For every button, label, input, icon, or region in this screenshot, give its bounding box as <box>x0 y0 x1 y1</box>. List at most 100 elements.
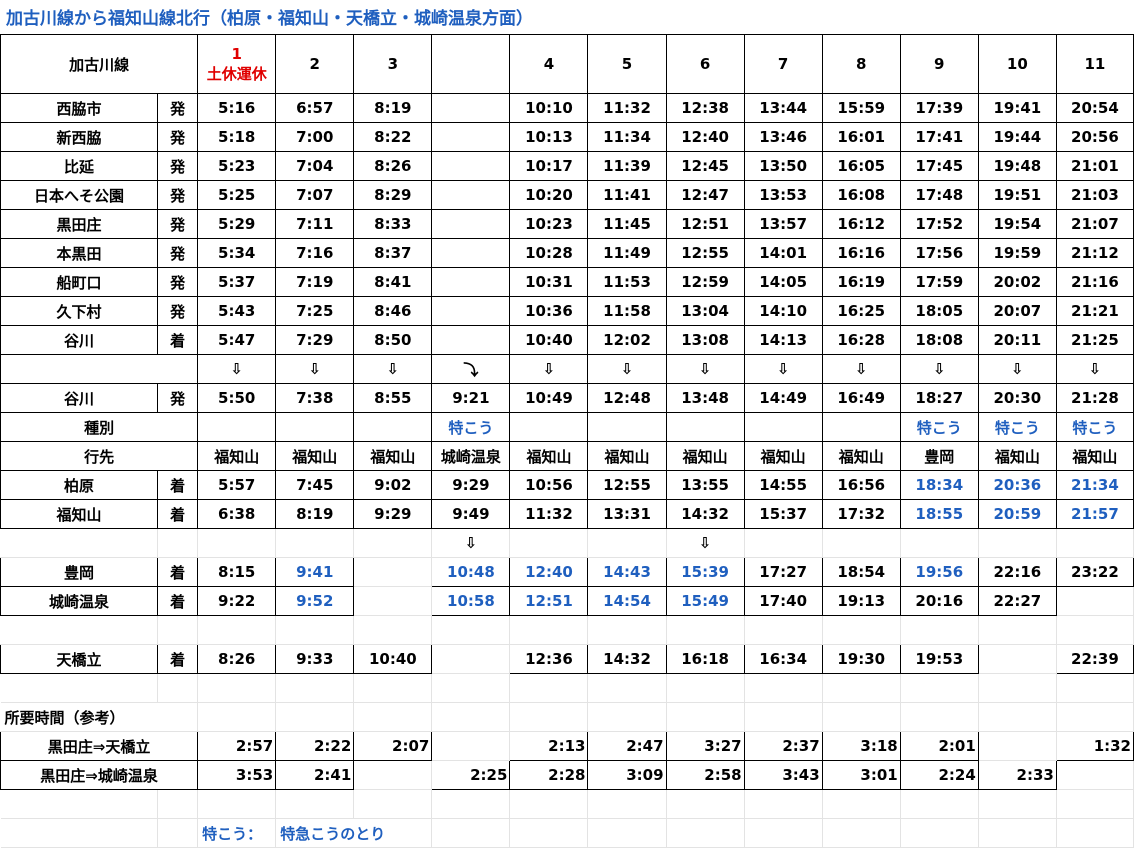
train-number: 1 <box>231 44 242 63</box>
time-cell: 15:49 <box>665 586 745 616</box>
time-cell: 7:04 <box>275 151 355 181</box>
stop-type: 着 <box>157 557 199 587</box>
empty-cell <box>509 615 589 645</box>
empty-cell <box>157 528 199 558</box>
empty-cell <box>275 673 355 703</box>
time-cell: 8:19 <box>275 499 355 529</box>
time-cell: 14:10 <box>743 296 823 326</box>
duration-cell: 2:41 <box>275 760 355 790</box>
time-cell: 12:40 <box>509 557 589 587</box>
empty-cell <box>1056 702 1134 732</box>
time-cell: 8:41 <box>353 267 433 297</box>
station-name: 船町口 <box>0 267 159 297</box>
time-cell: 7:16 <box>275 238 355 268</box>
train-number: 3 <box>353 34 433 94</box>
time-cell: 21:03 <box>1055 180 1134 210</box>
time-cell: 10:36 <box>509 296 589 326</box>
time-cell: 17:59 <box>899 267 979 297</box>
time-cell: 12:45 <box>665 151 745 181</box>
destination: 福知山 <box>197 441 277 471</box>
empty-cell <box>157 615 199 645</box>
duration-cell <box>1056 760 1134 790</box>
empty-cell <box>666 702 745 732</box>
empty-cell <box>157 789 199 819</box>
empty-cell <box>822 615 901 645</box>
stop-type: 発 <box>157 93 199 123</box>
time-cell: 17:48 <box>899 180 979 210</box>
time-cell <box>431 238 511 268</box>
time-cell: 7:00 <box>275 122 355 152</box>
time-cell <box>431 644 511 674</box>
destination: 福知山 <box>1055 441 1134 471</box>
stop-type: 発 <box>157 238 199 268</box>
time-cell: 21:34 <box>1055 470 1134 500</box>
time-cell: 10:28 <box>509 238 589 268</box>
time-cell: 5:29 <box>197 209 277 239</box>
duration-cell: 2:13 <box>509 731 589 761</box>
time-cell: 8:29 <box>353 180 433 210</box>
time-cell: 10:10 <box>509 93 589 123</box>
time-cell: 20:56 <box>1055 122 1134 152</box>
time-cell: 17:40 <box>743 586 823 616</box>
empty-cell <box>431 615 511 645</box>
time-cell: 14:49 <box>743 383 823 413</box>
table-row <box>0 789 1134 819</box>
time-cell: 8:50 <box>353 325 433 355</box>
train-kind: 特こう <box>899 412 979 442</box>
time-cell: 8:37 <box>353 238 433 268</box>
transfer-arrow-icon: ⇩ <box>665 354 745 384</box>
empty-cell <box>431 818 511 848</box>
empty-cell <box>1056 528 1134 558</box>
empty-cell <box>509 818 589 848</box>
time-cell <box>431 267 511 297</box>
transfer-arrow-icon: ⇩ <box>821 354 901 384</box>
transfer-arrow-icon: ⇩ <box>275 354 355 384</box>
duration-cell <box>978 731 1057 761</box>
train-number: 2 <box>275 34 355 94</box>
time-cell: 16:08 <box>821 180 901 210</box>
duration-cell: 3:43 <box>743 760 823 790</box>
time-cell: 12:55 <box>587 470 667 500</box>
train-number: 5 <box>587 34 667 94</box>
empty-cell <box>509 528 589 558</box>
time-cell: 17:39 <box>899 93 979 123</box>
time-cell: 8:33 <box>353 209 433 239</box>
time-cell: 7:07 <box>275 180 355 210</box>
empty-cell <box>431 702 511 732</box>
time-cell: 22:39 <box>1055 644 1134 674</box>
stop-type: 発 <box>157 180 199 210</box>
time-cell: 20:11 <box>977 325 1057 355</box>
empty-cell <box>978 528 1057 558</box>
stop-type: 発 <box>157 122 199 152</box>
empty-cell <box>431 673 511 703</box>
stop-type: 着 <box>157 470 199 500</box>
time-cell: 10:17 <box>509 151 589 181</box>
empty-cell <box>0 818 159 848</box>
page-title: 加古川線から福知山線北行（柏原・福知山・天橋立・城崎温泉方面） <box>6 9 533 29</box>
time-cell: 12:51 <box>509 586 589 616</box>
time-cell: 12:48 <box>587 383 667 413</box>
duration-cell <box>353 760 433 790</box>
time-cell: 18:05 <box>899 296 979 326</box>
duration-cell: 2:01 <box>899 731 979 761</box>
time-cell: 5:50 <box>197 383 277 413</box>
time-cell: 7:19 <box>275 267 355 297</box>
stop-type: 発 <box>157 296 199 326</box>
destination: 福知山 <box>509 441 589 471</box>
station-name: 日本へそ公園 <box>0 180 159 210</box>
time-cell: 8:46 <box>353 296 433 326</box>
table-row: 所要時間（参考） <box>0 702 1134 732</box>
destination: 福知山 <box>821 441 901 471</box>
empty-cell <box>587 528 667 558</box>
empty-cell <box>978 702 1057 732</box>
table-row: 行先福知山福知山福知山城崎温泉福知山福知山福知山福知山福知山豊岡福知山福知山 <box>0 441 1134 471</box>
station-name: 西脇市 <box>0 93 159 123</box>
empty-cell <box>900 818 979 848</box>
time-cell: 11:49 <box>587 238 667 268</box>
